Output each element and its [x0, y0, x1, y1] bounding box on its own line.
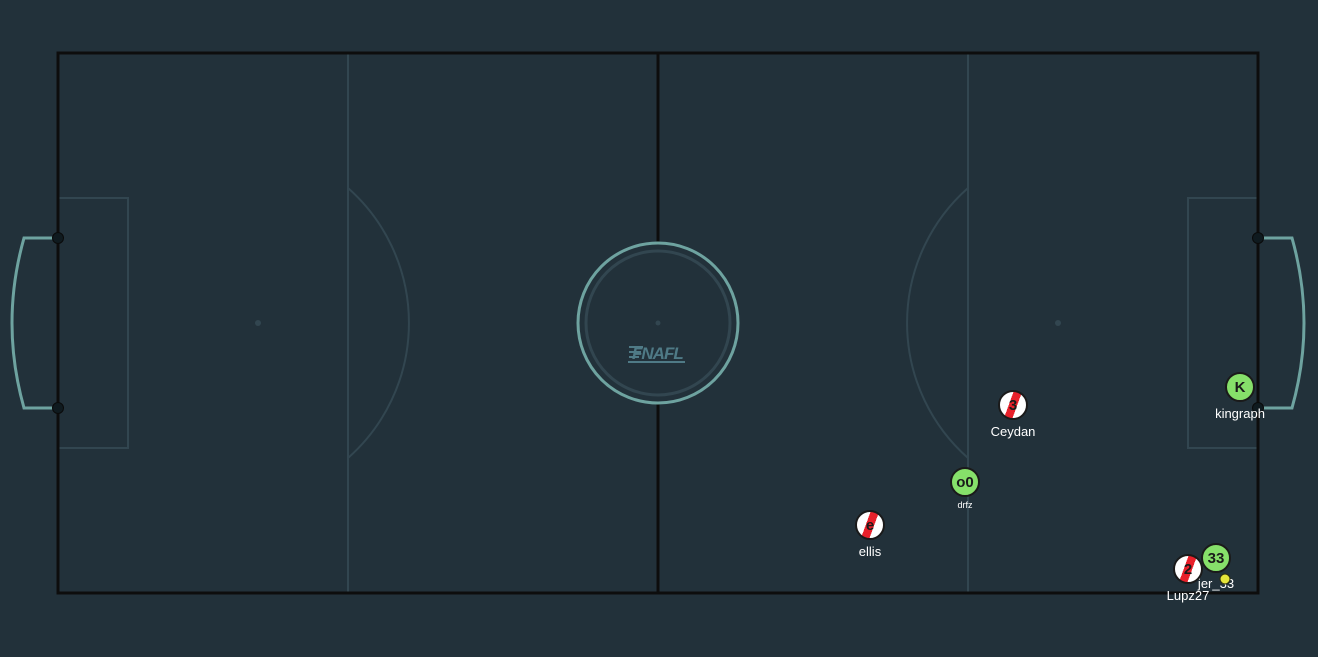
player-name-ceydan: Ceydan	[990, 424, 1036, 439]
right-goal	[1258, 236, 1306, 410]
left-post-top	[52, 232, 64, 244]
right-spot	[1055, 320, 1061, 326]
player-number: e	[865, 516, 875, 534]
player-ceydan[interactable]: 3	[998, 390, 1028, 420]
player-name-drfz: drfz	[957, 500, 973, 510]
right-arc	[906, 187, 969, 459]
player-jer[interactable]: 33	[1201, 543, 1231, 573]
center-spot-inner	[655, 320, 661, 326]
player-name-kingraph: kingraph	[1215, 406, 1265, 421]
left-spot	[255, 320, 261, 326]
player-number: 33	[1207, 549, 1225, 567]
left-post-bottom	[52, 402, 64, 414]
right-post-top	[1252, 232, 1264, 244]
left-penalty-box	[57, 197, 129, 449]
player-number: 2	[1183, 560, 1193, 578]
logo-text: FNAFL	[632, 344, 683, 363]
player-number: K	[1234, 378, 1246, 396]
center-circle-inner	[584, 249, 732, 397]
left-arc	[347, 187, 410, 459]
player-number: o0	[956, 473, 974, 491]
player-lupz27[interactable]: 2	[1173, 554, 1203, 584]
right-post-bottom	[1252, 402, 1264, 414]
league-logo: FNAFL	[628, 344, 685, 363]
player-kingraph[interactable]: K	[1225, 372, 1255, 402]
player-name-ellis: ellis	[858, 544, 882, 559]
ball[interactable]	[1219, 573, 1231, 585]
player-ellis[interactable]: e	[855, 510, 885, 540]
player-number: 3	[1008, 396, 1018, 414]
player-name-lupz27: Lupz27	[1166, 588, 1210, 603]
left-goal	[10, 236, 58, 410]
player-drfz[interactable]: o0	[950, 467, 980, 497]
